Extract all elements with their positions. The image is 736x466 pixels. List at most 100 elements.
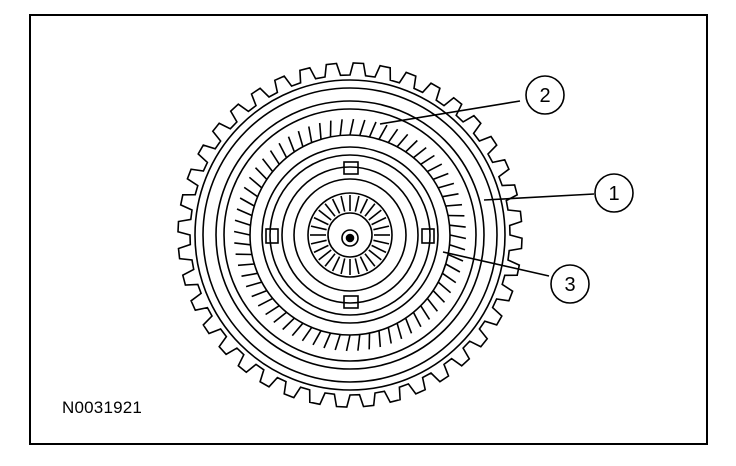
sun-gear-tooth	[324, 253, 336, 267]
sun-gear-teeth	[310, 195, 390, 275]
gear-tooth	[345, 334, 351, 352]
sun-gear-tooth	[354, 195, 360, 212]
gear-tooth	[396, 133, 409, 148]
gear-tooth	[245, 281, 263, 288]
gear-tooth	[447, 253, 464, 262]
center-pin	[345, 233, 355, 243]
gear-tooth	[378, 124, 388, 140]
outer-ring	[215, 100, 485, 370]
gear-tooth	[234, 242, 251, 246]
gear-tooth	[308, 126, 313, 143]
sun-gear-tooth	[340, 195, 346, 212]
inner-hub	[281, 166, 419, 304]
callout-label: 2	[539, 85, 550, 107]
sun-gear-tooth	[310, 225, 327, 231]
sun-gear-outer	[307, 192, 393, 278]
gear-tooth	[233, 230, 251, 236]
sun-gear-inner	[327, 212, 373, 258]
sun-gear-tooth	[318, 249, 332, 261]
callout-circle	[594, 173, 634, 213]
outer-spline-teeth	[177, 62, 523, 408]
callout-circle	[550, 264, 590, 304]
hub-tab-left	[265, 228, 279, 244]
gear-tooth	[239, 197, 255, 207]
sun-gear-tooth	[318, 209, 332, 221]
gear-tooth	[349, 118, 355, 136]
hub-step	[293, 178, 407, 292]
sun-gear-tooth	[354, 258, 360, 275]
figure-frame	[29, 14, 708, 445]
gear-tooth	[405, 139, 418, 153]
gear-tooth	[449, 224, 466, 228]
gear-tooth	[312, 330, 322, 346]
sun-gear-tooth	[373, 225, 390, 231]
sun-gear-tooth	[368, 209, 382, 221]
callout-3: 3	[550, 264, 590, 304]
sun-gear-tooth	[373, 239, 390, 245]
gear-tooth	[273, 311, 288, 324]
gear-tooth	[396, 322, 403, 340]
gear-tooth	[387, 128, 399, 144]
gear-tooth	[357, 334, 361, 351]
sun-gear-tooth	[364, 203, 376, 217]
outer-ring-edge	[194, 79, 506, 391]
gear-tooth	[339, 119, 343, 136]
gear-tooth	[449, 244, 466, 251]
gear-tooth	[243, 186, 259, 198]
sun-gear-tooth	[310, 239, 327, 245]
gear-tooth	[442, 193, 459, 198]
gear-tooth	[426, 297, 439, 312]
gear-tooth	[241, 272, 258, 277]
hub-tab-bottom	[343, 295, 359, 309]
gear-tooth	[257, 297, 274, 307]
gear-tooth	[420, 305, 431, 320]
gear-tooth	[237, 263, 255, 267]
gear-tooth	[437, 281, 452, 294]
gear-tooth	[291, 322, 304, 337]
gear-tooth	[426, 163, 443, 173]
gear-tooth	[378, 330, 382, 348]
hub-tab-right	[421, 228, 435, 244]
gear-tooth	[297, 130, 304, 148]
gear-tooth	[387, 327, 392, 344]
gear-tooth	[318, 122, 322, 140]
gear-tooth	[261, 158, 274, 173]
gear-tooth	[404, 317, 413, 334]
gear-tooth	[323, 332, 332, 349]
outer-ring-groove	[223, 108, 477, 362]
callout-circle	[525, 75, 565, 115]
carrier-inner-edge	[269, 154, 431, 316]
leader-line-2	[379, 100, 521, 125]
sun-gear-tooth	[371, 216, 387, 226]
gear-tooth	[412, 311, 422, 328]
gear-tooth	[420, 154, 435, 165]
sun-gear-tooth	[331, 256, 341, 272]
sun-gear-tooth	[331, 198, 341, 214]
gear-tooth	[301, 326, 313, 342]
outer-ring-inner-edge	[202, 87, 498, 383]
gear-tooth	[234, 219, 251, 226]
gear-tooth	[248, 176, 263, 189]
callout-label: 1	[608, 183, 619, 205]
sun-gear-tooth	[364, 253, 376, 267]
sun-gear-tooth	[371, 244, 387, 254]
callout-label: 3	[564, 274, 575, 296]
gear-tooth	[278, 142, 288, 159]
internal-gear-teeth	[233, 118, 467, 352]
gear-tooth	[432, 290, 446, 303]
gear-tooth	[287, 136, 296, 153]
carrier-ring	[261, 146, 439, 324]
gear-tooth	[437, 182, 455, 189]
leader-line-3	[442, 251, 550, 277]
gear-inner-circle	[249, 134, 451, 336]
sun-gear-tooth	[313, 216, 329, 226]
gear-tooth	[368, 121, 377, 138]
sun-gear-tooth	[324, 203, 336, 217]
center-bore	[341, 229, 359, 247]
gear-tooth	[265, 305, 280, 316]
gear-tooth	[334, 334, 341, 351]
figure-id-label: N0031921	[62, 398, 143, 417]
hub-tab-top	[343, 161, 359, 175]
gear-tooth	[432, 172, 449, 181]
